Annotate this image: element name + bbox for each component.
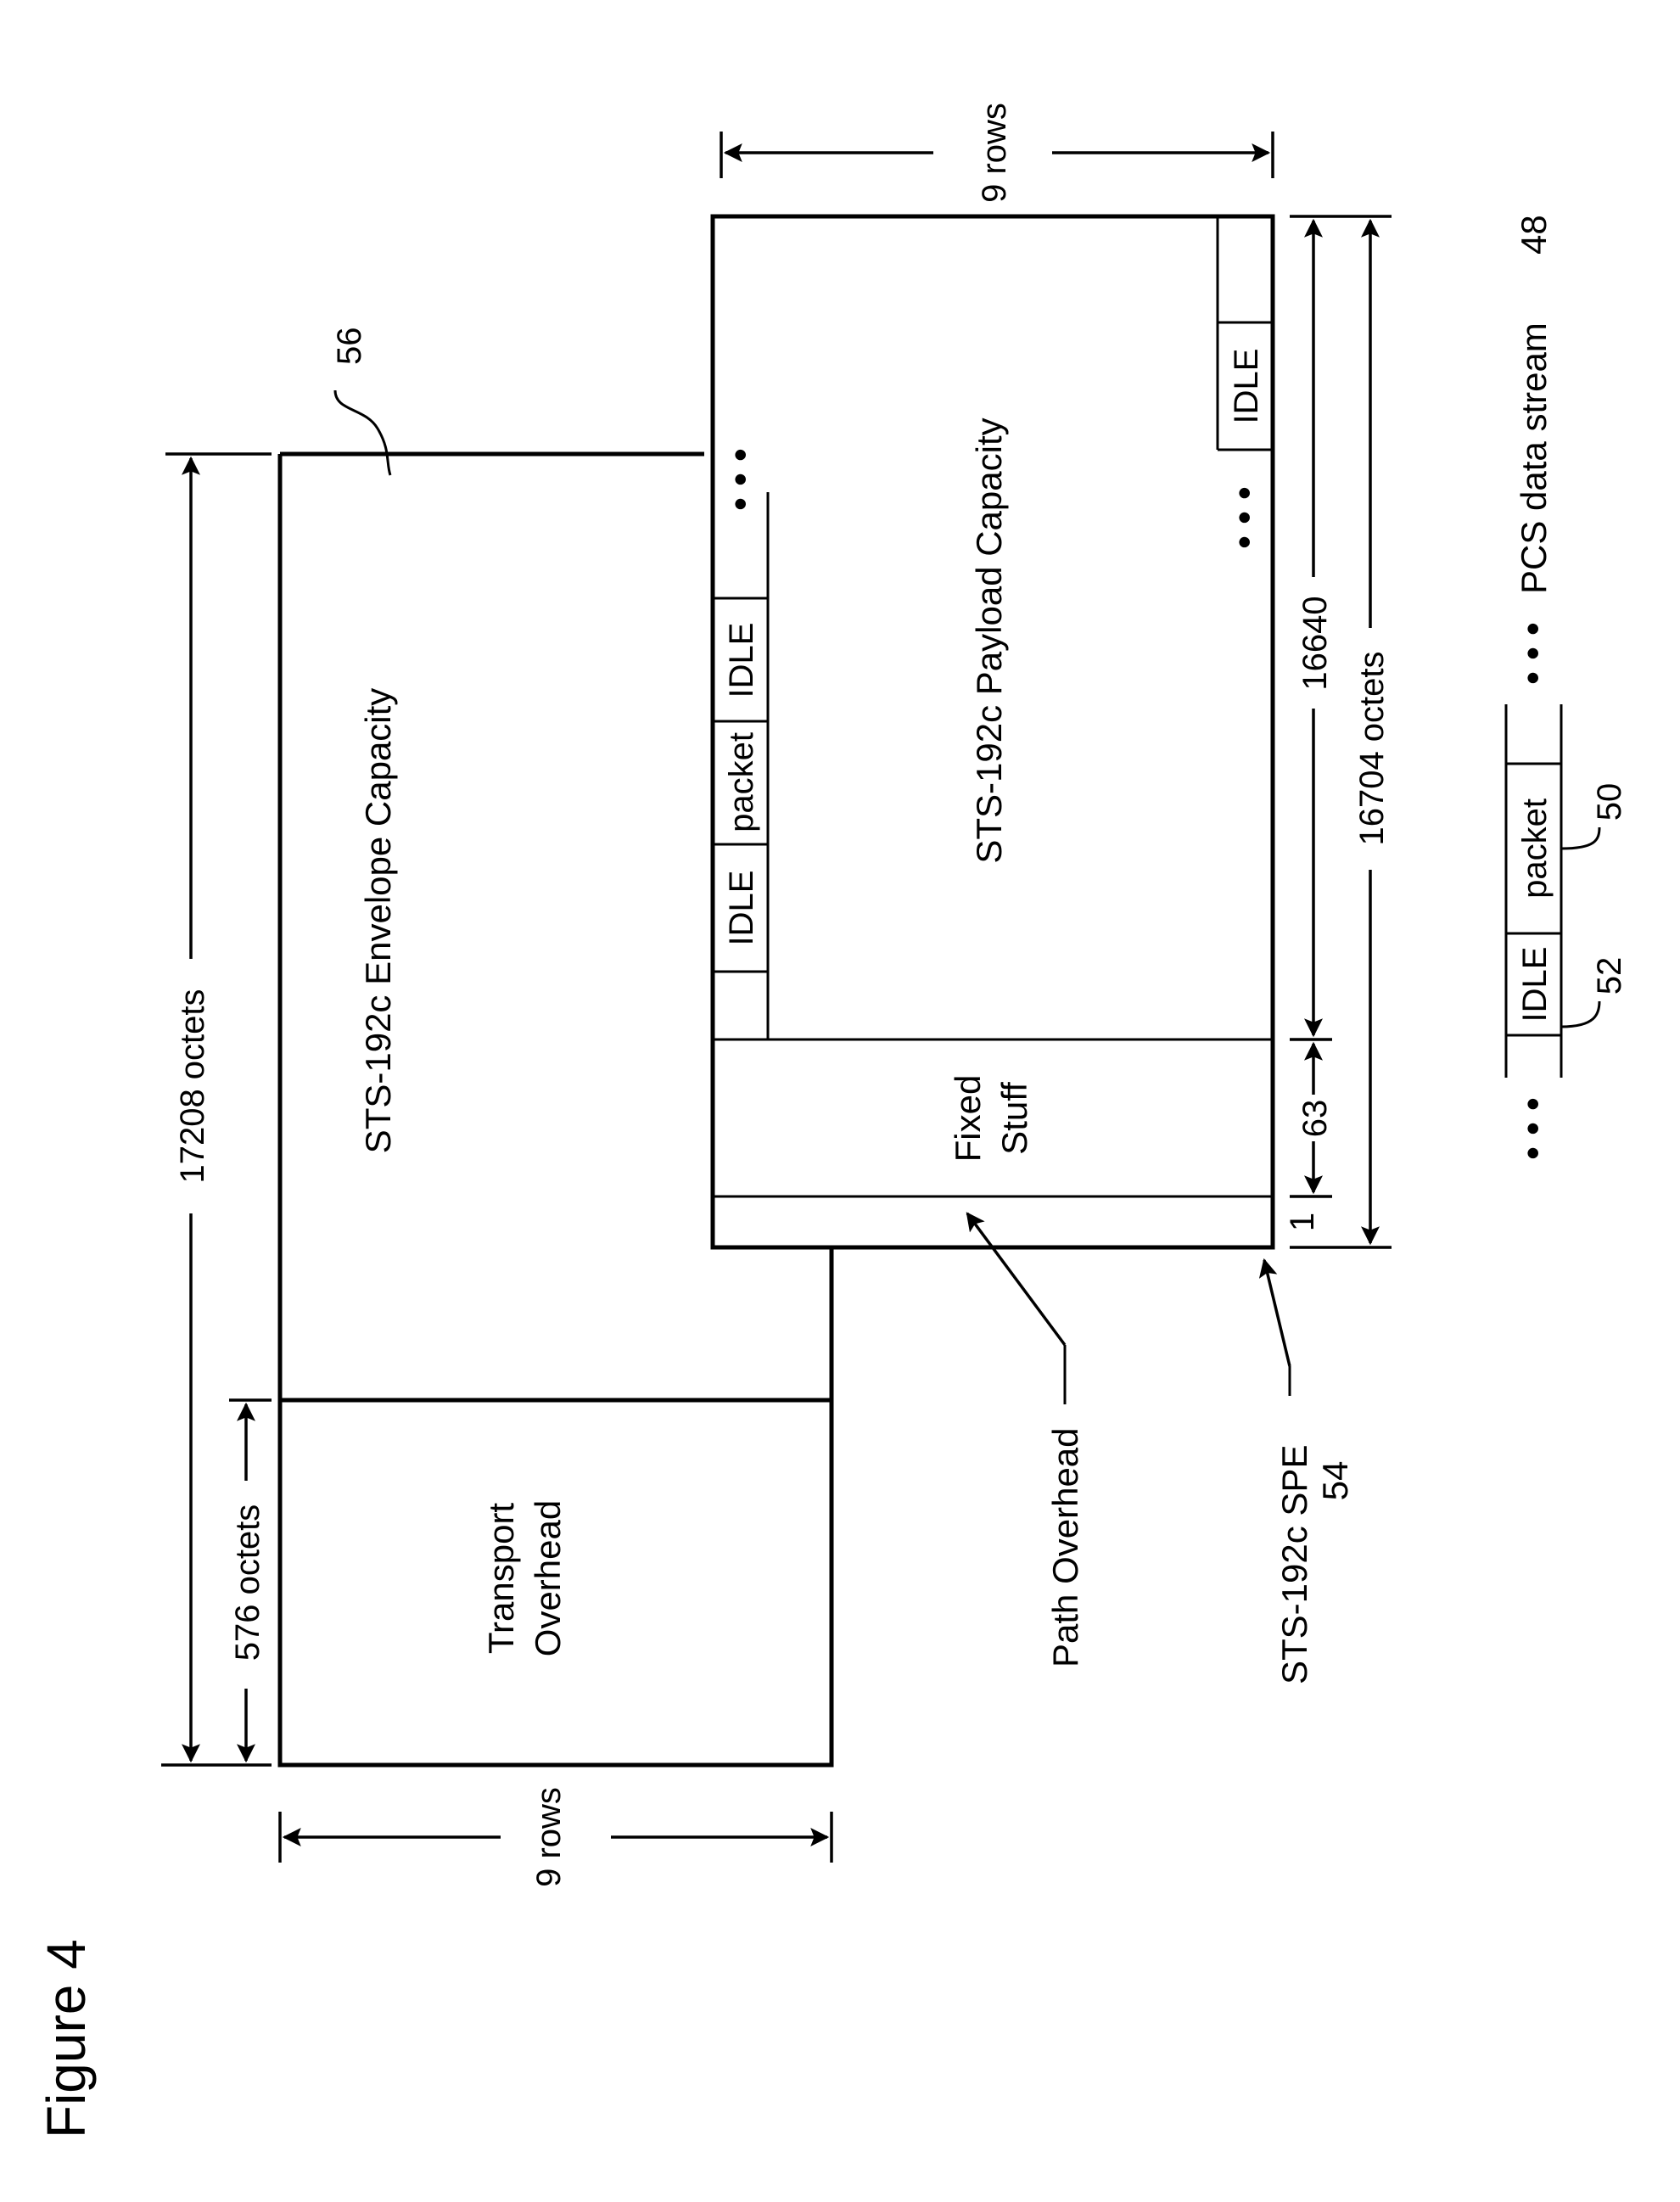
spe-seq-packet: packet [723, 732, 760, 832]
transport-overhead-label-2: Overhead [528, 1500, 568, 1656]
pcs-idle-label: IDLE [1516, 947, 1554, 1023]
spe-callout-arrow [1264, 1260, 1290, 1366]
spe-seq-idle-3: IDLE [1228, 349, 1265, 424]
pcs-stream-ref: 48 [1514, 215, 1554, 255]
figure-title: Figure 4 [36, 1939, 97, 2138]
pcs-packet-ref: 50 [1591, 783, 1628, 821]
envelope-ref-56-leader [335, 390, 390, 475]
transport-overhead-label-1: Transport [481, 1503, 521, 1655]
fixed-stuff-dim-label: 63 [1296, 1100, 1334, 1138]
transport-width-label: 576 octets [229, 1504, 266, 1661]
path-overhead-dim-label: 1 [1284, 1213, 1321, 1231]
spe-seq-idle-2: IDLE [723, 623, 760, 698]
spe-seq-dots-top: • • • [718, 448, 762, 511]
fixed-stuff-label-1: Fixed [948, 1075, 988, 1163]
path-overhead-arrow [967, 1213, 1065, 1345]
spe-callout-label: STS-192c SPE [1274, 1445, 1314, 1684]
pcs-packet-ref-leader [1561, 827, 1599, 849]
payload-capacity-label: STS-192c Payload Capacity [969, 417, 1009, 863]
spe-rows-label: 9 rows [976, 103, 1013, 203]
envelope-capacity-label: STS-192c Envelope Capacity [358, 688, 398, 1154]
fixed-stuff-label-2: Stuff [994, 1082, 1034, 1155]
pcs-idle-ref: 52 [1591, 957, 1628, 995]
payload-dim-label: 16640 [1296, 596, 1334, 690]
spe-callout-ref: 54 [1315, 1461, 1355, 1501]
envelope-total-label: 17208 octets [174, 989, 211, 1183]
pcs-dots-left: • • • [1510, 1097, 1554, 1160]
pcs-idle-ref-leader [1561, 1001, 1599, 1027]
envelope-ref-56: 56 [331, 328, 368, 366]
transport-rows-label: 9 rows [530, 1787, 568, 1887]
spe-seq-dots-bottom: • • • [1222, 486, 1266, 549]
path-overhead-label: Path Overhead [1045, 1427, 1085, 1667]
pcs-dots-right: • • • [1510, 622, 1554, 685]
spe-total-label: 16704 octets [1353, 651, 1391, 845]
pcs-stream-label: PCS data stream [1514, 322, 1554, 594]
pcs-packet-label: packet [1516, 798, 1554, 899]
spe-seq-idle-1: IDLE [723, 871, 760, 946]
